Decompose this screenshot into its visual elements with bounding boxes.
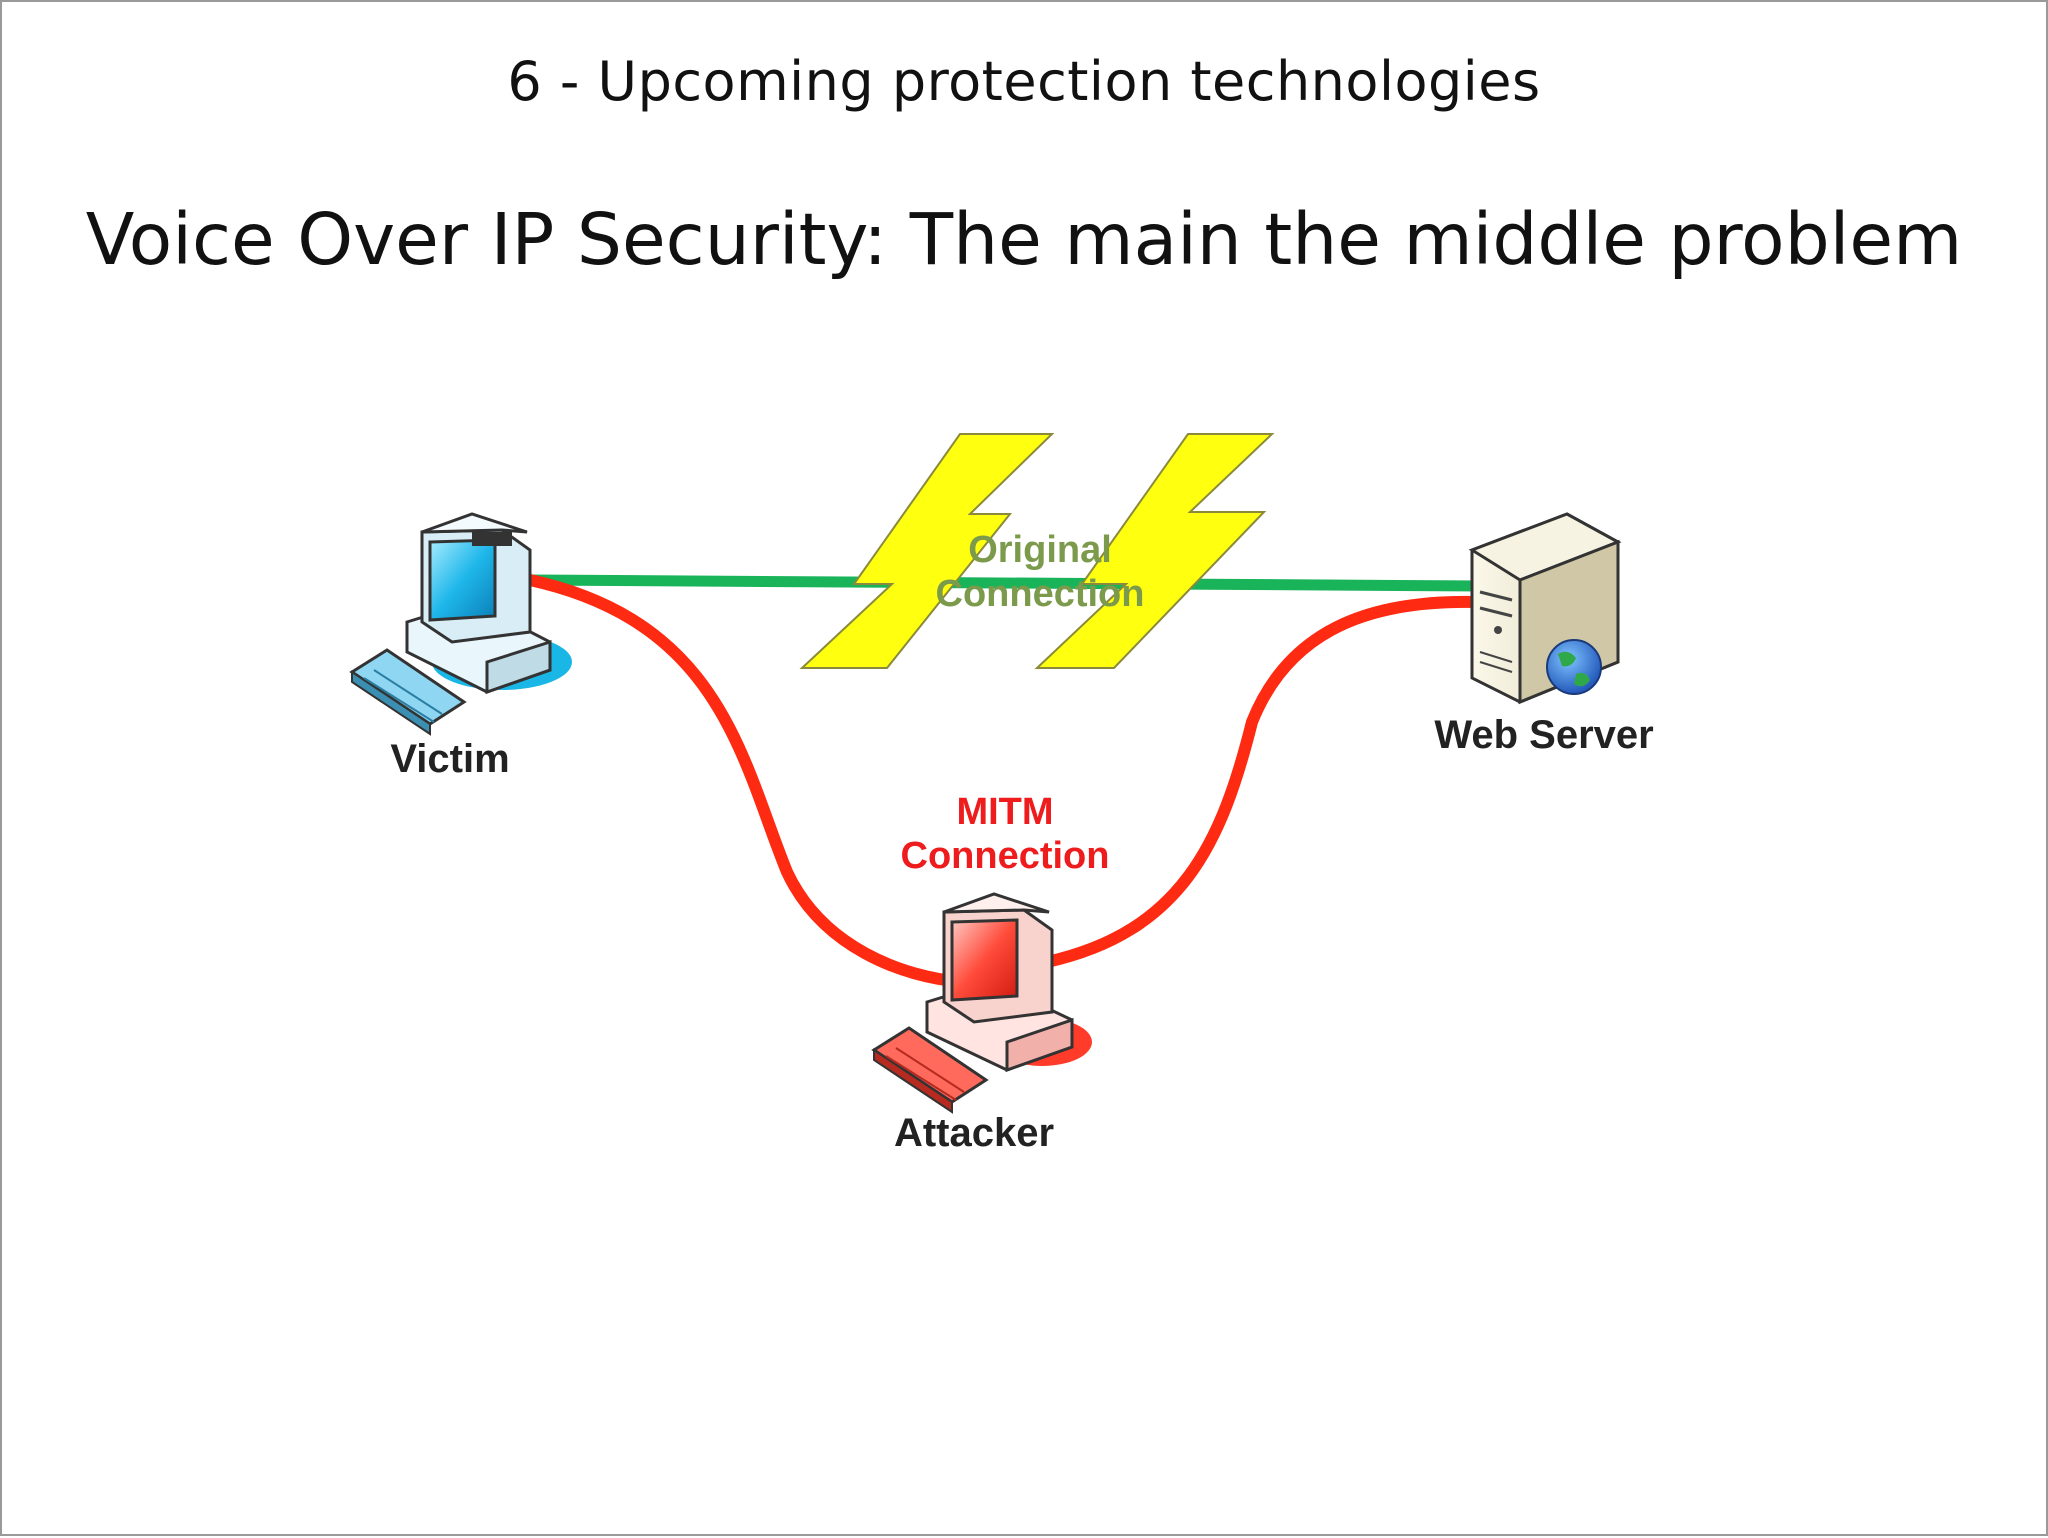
mitm-connection-line <box>524 574 1483 988</box>
slide-title: Voice Over IP Security: The main the mid… <box>85 198 1963 281</box>
victim-computer-icon <box>349 512 572 736</box>
mitm-connection-label-line2: Connection <box>901 835 1110 877</box>
web-server-icon <box>1468 512 1622 705</box>
web-server-label: Web Server <box>1434 713 1653 757</box>
lightning-bolt-icon <box>799 433 1275 669</box>
attacker-computer-icon <box>871 892 1092 1114</box>
mitm-connection-label-line1: MITM <box>956 791 1053 833</box>
attacker-label: Attacker <box>894 1111 1054 1155</box>
section-title: 6 - Upcoming protection technologies <box>507 50 1541 113</box>
victim-label: Victim <box>390 737 509 781</box>
original-connection-label-line1: Original <box>968 529 1112 571</box>
original-connection-label-line2: Connection <box>936 573 1145 615</box>
original-connection-line <box>531 574 1483 592</box>
globe-icon <box>1546 639 1602 695</box>
